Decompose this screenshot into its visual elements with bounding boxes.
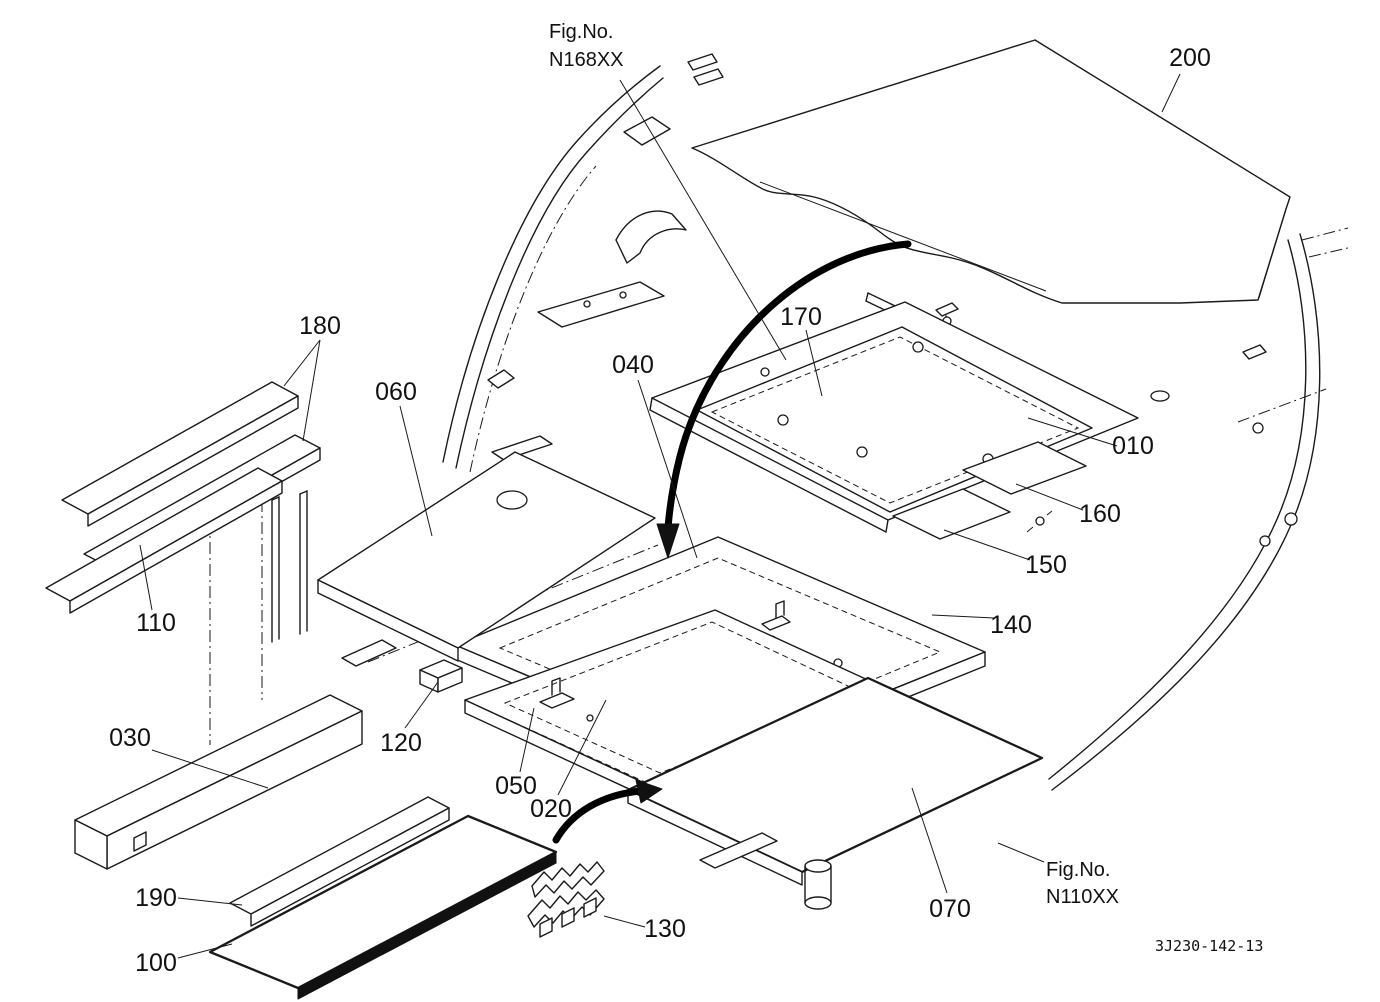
callout-040: 040	[612, 351, 654, 379]
bracket-upper	[623, 116, 671, 146]
callout-180: 180	[299, 312, 341, 340]
leader-lines	[139, 73, 1181, 959]
part-110-rail	[45, 467, 283, 614]
callout-170: 170	[780, 303, 822, 331]
frame-arc	[442, 53, 724, 473]
fig-ref-n168-label: Fig.No.	[549, 21, 613, 43]
part-060-floor-plate	[317, 451, 656, 667]
fig-ref-n168: Fig.No. N168XX	[549, 21, 624, 71]
fig-ref-n110-code: N110XX	[1046, 886, 1119, 908]
leader-190	[177, 897, 243, 906]
part-120-block	[419, 659, 463, 693]
callout-070: 070	[929, 895, 971, 923]
part-180-rail-upper	[61, 381, 299, 527]
leader-100	[177, 943, 233, 959]
part-100-cover-plate	[208, 814, 558, 1000]
callout-050: 050	[495, 772, 537, 800]
leader-120	[404, 681, 439, 729]
callout-120: 120	[380, 729, 422, 757]
leader-200	[1161, 73, 1181, 113]
leader-fig-n110	[997, 842, 1045, 863]
part-200-top-plate	[691, 39, 1291, 304]
part-050-bracket	[539, 677, 575, 709]
part-020-front-deck	[419, 609, 906, 802]
part-010-rear-deck	[649, 301, 1139, 533]
part-160-plate	[962, 441, 1087, 533]
flow-arrow-lower	[552, 779, 663, 844]
support-posts	[209, 490, 308, 745]
leader-110	[139, 544, 153, 611]
leader-060	[399, 405, 433, 537]
fig-ref-n168-code: N168XX	[549, 49, 624, 71]
leader-030	[151, 749, 269, 789]
bracket-plate	[537, 281, 665, 328]
leader-040	[637, 379, 698, 559]
callout-020: 020	[530, 795, 572, 823]
part-150-plate	[892, 488, 1011, 540]
leader-020	[557, 699, 607, 796]
callout-100: 100	[135, 949, 177, 977]
callout-110: 110	[136, 609, 176, 637]
leader-150	[943, 529, 1031, 561]
part-030-side-rail	[74, 694, 363, 870]
leader-130	[603, 915, 646, 928]
flow-arrow-main	[656, 240, 912, 559]
body-outline	[1048, 227, 1353, 791]
leader-070	[911, 787, 948, 894]
callout-200: 200	[1169, 44, 1211, 72]
leader-010	[1027, 417, 1118, 447]
part-070-step-plate	[626, 676, 1044, 910]
fig-ref-n110-label: Fig.No.	[1046, 859, 1110, 881]
leader-fig-n168	[619, 79, 787, 361]
leader-140	[931, 614, 995, 619]
leader-180-b	[302, 339, 321, 442]
leader-160	[1015, 483, 1084, 511]
callout-140: 140	[990, 611, 1032, 639]
callout-labels: 200 180 170 060 040 010 160 150 110 140 …	[109, 44, 1211, 977]
callout-060: 060	[375, 378, 417, 406]
leader-050	[519, 707, 535, 773]
part-190-rail	[229, 796, 450, 927]
callout-190: 190	[135, 884, 177, 912]
drawing-number: 3J230-142-13	[1155, 937, 1263, 955]
bracket-hook	[615, 210, 687, 264]
callout-150: 150	[1025, 551, 1067, 579]
part-170-floor-mat	[696, 326, 1093, 513]
callout-010: 010	[1112, 432, 1154, 460]
fig-ref-n110: Fig.No. N110XX	[1046, 859, 1119, 908]
callout-030: 030	[109, 724, 151, 752]
leader-170	[805, 329, 823, 397]
callout-160: 160	[1079, 500, 1121, 528]
leader-180-a	[283, 339, 321, 387]
part-130-corrugated-pads	[527, 861, 605, 938]
callout-130: 130	[644, 915, 686, 943]
